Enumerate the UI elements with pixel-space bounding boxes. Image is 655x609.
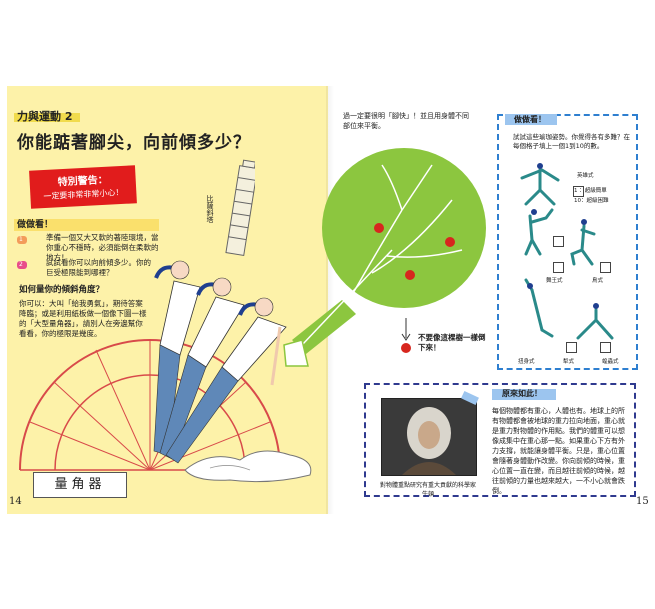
scale-note-hard: 10：超級困難 — [574, 198, 609, 204]
scale-note-easy: 1 ：超級簡單 — [574, 188, 607, 194]
cushion-illustration — [184, 450, 312, 483]
page-number-left: 14 — [9, 496, 22, 507]
pose-label-locust: 蝗蟲式 — [602, 359, 619, 365]
step-text-2: 試試看你可以向前傾多少。你的巨受極限能到哪裡？ — [46, 258, 151, 277]
book-gutter — [326, 86, 334, 514]
try-it-right-label: 做做看！ — [514, 115, 546, 124]
page-title: 你能踮著腳尖，向前傾多少？ — [17, 133, 251, 153]
explanation-title: 原來如此！ — [502, 389, 542, 398]
step-marker-1 — [17, 236, 27, 244]
leaning-people-illustration — [153, 260, 287, 464]
warning-box: 特別警告： 一定要非常非常小心！ — [29, 165, 137, 209]
step-marker-2 — [17, 261, 27, 269]
portrait-image — [382, 399, 476, 475]
explanation-highlight — [492, 389, 556, 400]
yoga-figures-illustration — [520, 163, 614, 340]
fall-warning-text: 不要像這棵樹一樣倒下來！ — [418, 333, 486, 352]
yoga-poses-intro: 試試這些瑜珈姿勢。你覺得各有多難？在每個格子填上一個1到10的數。 — [513, 133, 630, 150]
right-intro-text: 過一定要很明「腳快」！並且用身體不同部位來平衡。 — [343, 112, 469, 130]
protractor-label: 量角器 — [33, 472, 127, 498]
how-to-measure-text: 你可以：大叫「給我勇氣」，期待答案降臨；或是利用紙板做一個像下圖一樣的「大型量角… — [19, 299, 147, 338]
score-box-bird[interactable] — [553, 262, 564, 273]
step-text-1: 準備一個又大又軟的著陸環境，當你重心不穩時，必須能倒在柔軟的地方！ — [46, 233, 159, 262]
explanation-text: 每個物體都有重心，人體也有。地球上的所有物體都會被地球的重力拉向地面，重心就是重… — [492, 407, 625, 495]
newton-portrait — [381, 398, 477, 476]
score-box-hero[interactable] — [573, 186, 584, 197]
pose-label-twist: 扭身式 — [518, 359, 535, 365]
section-highlight — [14, 113, 80, 122]
score-box-dancer[interactable] — [553, 236, 564, 247]
step-number-1: 1 — [19, 236, 23, 243]
score-box-twist[interactable] — [600, 262, 611, 273]
leaning-tower-icon — [225, 159, 255, 256]
step-number-2: 2 — [19, 261, 23, 268]
portrait-caption: 對物體重點研究有重大貢獻的科學家牛頓 — [379, 482, 476, 498]
pose-label-hero: 英雄式 — [577, 173, 594, 179]
tower-caption: 比薩斜塔 — [206, 195, 214, 223]
try-it-right-highlight — [505, 114, 557, 125]
falling-tree-illustration — [283, 148, 486, 367]
down-arrow-icon — [401, 318, 411, 353]
pose-label-bird: 鳥式 — [592, 278, 604, 284]
page-number-right: 15 — [636, 496, 649, 507]
try-it-label: 做做看！ — [17, 220, 54, 230]
try-it-highlight — [14, 219, 159, 231]
score-box-plow[interactable] — [566, 342, 577, 353]
how-to-measure-title: 如何量你的傾斜角度？ — [19, 285, 105, 295]
pose-label-plow: 犁式 — [563, 359, 575, 365]
pose-label-dancer: 舞王式 — [546, 278, 563, 284]
score-box-locust[interactable] — [600, 342, 611, 353]
yoga-poses-panel — [497, 114, 638, 370]
section-label: 力與運動 2 — [17, 110, 73, 123]
